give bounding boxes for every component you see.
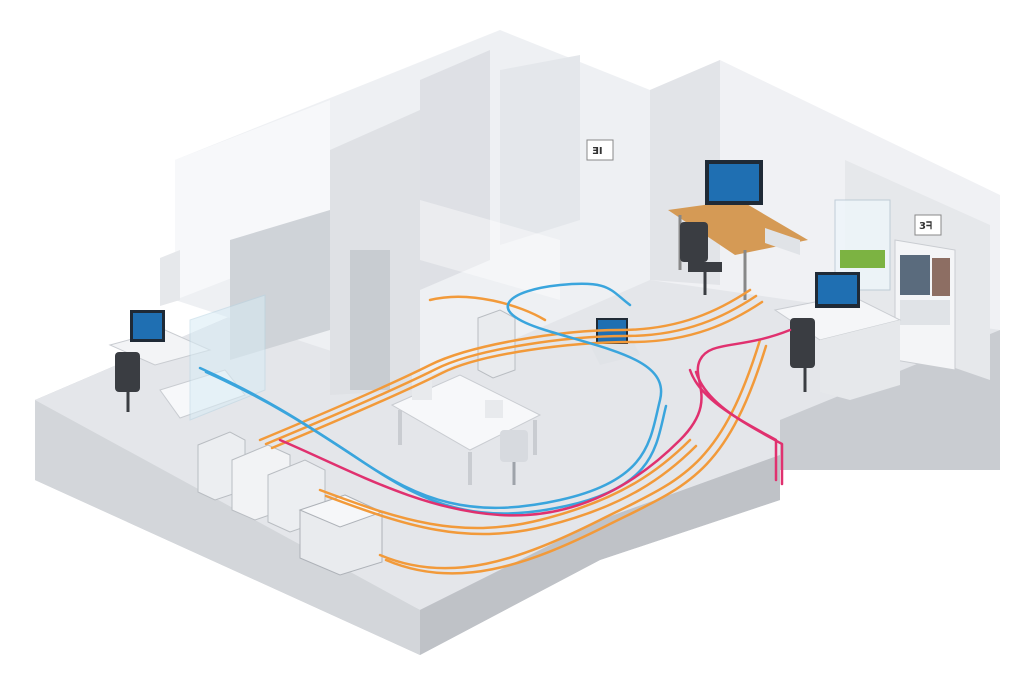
- chair: [680, 222, 722, 295]
- chair: [500, 430, 528, 485]
- bookshelf: [894, 239, 956, 371]
- door-sign: ƎI: [586, 139, 614, 161]
- back-right-desk: [668, 160, 808, 300]
- central-building: [175, 30, 650, 395]
- left-cabinet: [160, 250, 180, 306]
- shelf-sign: 3ᖷ: [914, 214, 942, 236]
- network-cables: [198, 282, 792, 575]
- right-office-desk: [773, 272, 902, 400]
- copier: [298, 494, 384, 576]
- shelf-sign-text: 3ᖷ: [919, 220, 932, 232]
- door-sign-text: ƎI: [592, 146, 603, 157]
- glass-partition: [189, 294, 266, 421]
